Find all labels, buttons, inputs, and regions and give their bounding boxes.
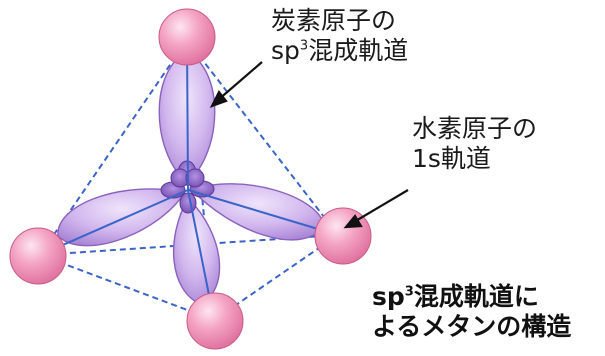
- carbon-label-line1: 炭素原子の: [271, 6, 397, 35]
- core-lobe: [179, 192, 197, 214]
- arrow-to-sp3-orbital: [217, 61, 263, 101]
- sp-text: sp: [271, 36, 300, 65]
- hydrogen-atoms: [9, 8, 372, 350]
- diagram-caption: sp3混成軌道に よるメタンの構造: [372, 282, 571, 342]
- bond-line: [39, 189, 189, 256]
- hydrogen-atom-top: [158, 8, 216, 66]
- orbital-lobe-bottom: [172, 196, 221, 305]
- hydrogen-1s-label: 水素原子の 1s軌道: [412, 114, 537, 174]
- orbital-lobe-left: [57, 188, 187, 247]
- tetra-edge: [186, 39, 339, 236]
- caption-line1: sp3混成軌道に: [372, 282, 571, 312]
- hybrid-orbital-text: 混成軌道: [308, 36, 409, 65]
- carbon-sp3-label: 炭素原子の sp3混成軌道: [271, 6, 408, 66]
- bond-line: [187, 189, 339, 236]
- hydrogen-atom-left: [9, 227, 67, 285]
- hydrogen-atom-bottom: [186, 292, 244, 350]
- carbon-label-line2: sp3混成軌道: [271, 36, 408, 66]
- superscript-3: 3: [404, 284, 414, 300]
- hydrogen-label-line2: 1s軌道: [412, 144, 491, 173]
- arrowhead-icon: [343, 214, 363, 229]
- sp-text: sp: [372, 282, 405, 311]
- hydrogen-label-line1: 水素原子の: [412, 114, 538, 143]
- pointer-arrows: [209, 61, 409, 229]
- tetra-edge: [39, 254, 215, 321]
- arrowhead-icon: [209, 89, 228, 108]
- core-lobe: [185, 168, 205, 188]
- caption-suffix-text: 混成軌道に: [413, 282, 539, 311]
- arrow-to-1s-orbital: [353, 189, 409, 223]
- tetra-edge: [39, 39, 188, 256]
- superscript-3: 3: [299, 38, 309, 54]
- caption-line2: よるメタンの構造: [372, 312, 572, 341]
